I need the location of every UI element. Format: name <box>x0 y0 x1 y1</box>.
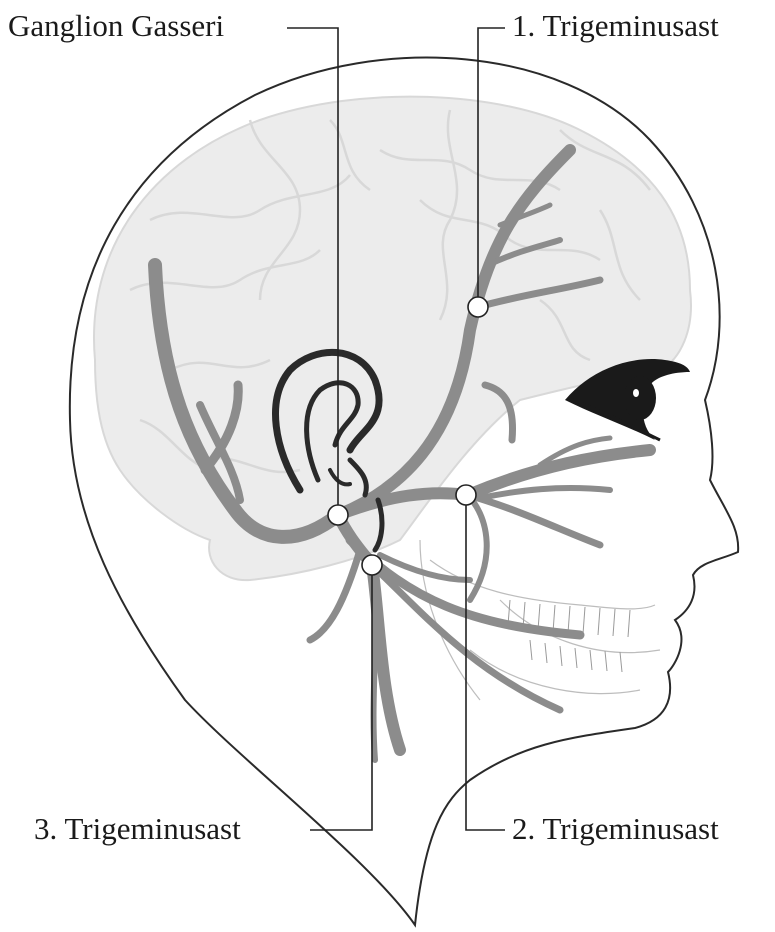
label-ganglion-gasseri: Ganglion Gasseri <box>8 8 224 44</box>
label-trigeminal-branch-2: 2. Trigeminusast <box>512 811 719 847</box>
v2-node <box>456 485 476 505</box>
v1-node <box>468 297 488 317</box>
label-trigeminal-branch-3: 3. Trigeminusast <box>34 811 241 847</box>
label-trigeminal-branch-1: 1. Trigeminusast <box>512 8 719 44</box>
ganglion-node <box>328 505 348 525</box>
v3-node <box>362 555 382 575</box>
